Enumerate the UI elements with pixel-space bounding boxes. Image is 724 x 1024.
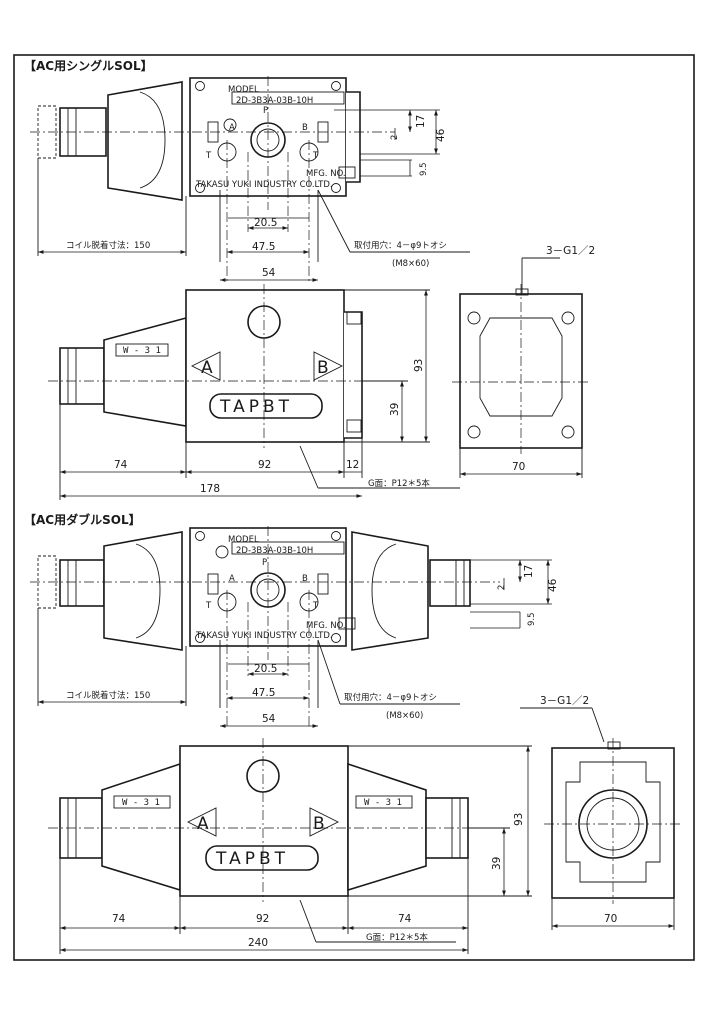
double-dim-240: 240	[248, 937, 268, 949]
double-mfg-box	[338, 617, 356, 630]
single-dim-70: 70	[512, 461, 525, 473]
single-g-face: G面：P12＊5本	[368, 478, 430, 489]
single-mfg-box	[338, 166, 356, 179]
single-dim-2: 2	[390, 135, 400, 140]
single-dim-46: 46	[435, 128, 447, 142]
single-dim-92: 92	[258, 459, 271, 471]
double-arrow-a: A	[197, 814, 209, 834]
single-dim-12: 12	[346, 459, 359, 471]
single-section-title: 【AC用シングルSOL】	[24, 58, 153, 73]
single-arrow-b: B	[317, 358, 329, 378]
single-model-number: 2D-3B3A-03B-10H	[236, 96, 313, 106]
single-dim-93: 93	[413, 359, 425, 372]
double-dim-20-5: 20.5	[254, 663, 277, 675]
double-coil-removal: コイル脱着寸法：150	[66, 690, 150, 701]
double-front-view	[48, 738, 532, 954]
single-port-size: 3－G1／2	[546, 245, 595, 257]
double-section-title: 【AC用ダブルSOL】	[24, 512, 141, 527]
double-port-t-right: T	[312, 601, 319, 611]
single-mfg-label: MFG. NO.	[306, 169, 346, 179]
double-g-face: G面：P12＊5本	[366, 932, 428, 943]
double-dim-92: 92	[256, 913, 269, 925]
double-dim-74-left: 74	[112, 913, 126, 925]
double-dim-2: 2	[497, 585, 507, 590]
double-dim-9-5: 9.5	[527, 612, 537, 626]
single-front-view	[48, 284, 460, 500]
double-dim-17: 17	[523, 565, 535, 578]
double-model-label: MODEL	[228, 535, 259, 545]
double-port-t-left: T	[205, 601, 212, 611]
double-dim-39: 39	[491, 857, 503, 870]
double-port-a: A	[229, 574, 235, 584]
single-port-t-right: T	[312, 151, 319, 161]
single-coil-removal: コイル脱着寸法：150	[66, 240, 150, 251]
double-dim-47-5: 47.5	[252, 687, 275, 699]
single-side-view	[452, 284, 590, 478]
single-mount-bolt: (M8×60)	[392, 259, 429, 269]
double-port-p: P	[262, 558, 267, 568]
double-tapbt: TAPBT	[215, 849, 289, 869]
single-dim-178: 178	[200, 483, 220, 495]
single-port-p: P	[263, 106, 268, 116]
double-dim-70: 70	[604, 913, 617, 925]
double-model-number: 2D-3B3A-03B-10H	[236, 546, 313, 556]
single-dim-54: 54	[262, 267, 276, 279]
single-dim-9-5: 9.5	[419, 162, 429, 176]
double-top-view	[30, 526, 605, 743]
single-port-b: B	[302, 123, 308, 133]
single-solenoid-plate: W - 3 1	[123, 346, 161, 356]
double-dim-54: 54	[262, 713, 276, 725]
double-solenoid-plate-left: W - 3 1	[122, 798, 160, 808]
single-port-t-left: T	[205, 151, 212, 161]
single-port-a: A	[229, 123, 235, 133]
double-dim-46: 46	[547, 578, 559, 592]
single-maker-label: TAKASU YUKI INDUSTRY CO.LTD.	[195, 180, 333, 190]
single-dim-20-5: 20.5	[254, 217, 277, 229]
double-dim-93: 93	[513, 813, 525, 826]
single-top-dimensions	[37, 109, 560, 296]
double-dim-74-right: 74	[398, 913, 412, 925]
double-mount-bolt: (M8×60)	[386, 711, 423, 721]
single-dim-74: 74	[114, 459, 128, 471]
drawing-frame	[13, 54, 695, 961]
double-side-view	[544, 738, 682, 930]
single-dim-47-5: 47.5	[252, 241, 275, 253]
single-mount-holes: 取付用穴：4－φ9トオシ	[354, 240, 447, 251]
single-dim-39: 39	[389, 403, 401, 416]
double-port-b: B	[302, 574, 308, 584]
double-port-size: 3－G1／2	[540, 695, 589, 707]
double-mount-holes: 取付用穴：4－φ9トオシ	[344, 692, 437, 703]
single-top-view	[30, 76, 395, 282]
single-dim-17: 17	[415, 115, 427, 128]
single-model-label: MODEL	[228, 85, 259, 95]
single-arrow-a: A	[201, 358, 213, 378]
double-solenoid-plate-right: W - 3 1	[364, 798, 402, 808]
double-mfg-label: MFG. NO.	[306, 621, 346, 631]
double-arrow-b: B	[313, 814, 325, 834]
single-tapbt: TAPBT	[219, 397, 293, 417]
double-maker-label: TAKASU YUKI INDUSTRY CO.LTD.	[195, 631, 333, 641]
